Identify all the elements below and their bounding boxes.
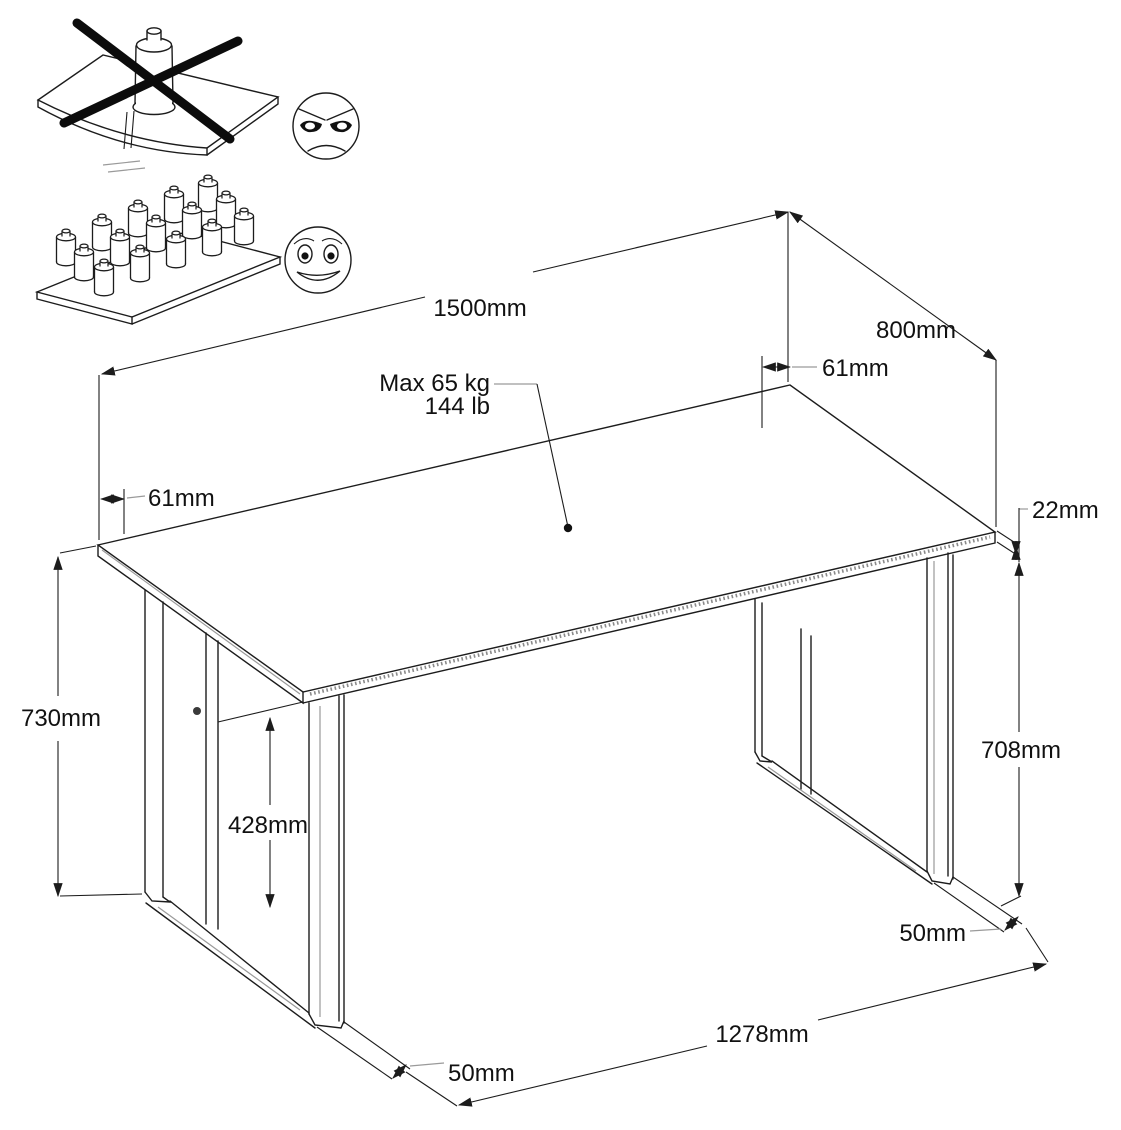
dim-offset-left: 61mm <box>99 485 215 534</box>
desk-drawing <box>96 384 997 1029</box>
dim-length: 1500mm <box>98 210 790 540</box>
small-weights-icon <box>55 174 255 297</box>
dim-depth-label: 800mm <box>876 317 956 344</box>
dim-length-label: 1500mm <box>433 295 526 322</box>
dimensions: 1500mm 800mm 61mm Max 65 kg 144 lb <box>21 210 1099 1107</box>
dim-leg-span-label: 1278mm <box>715 1021 808 1048</box>
do-figure <box>34 174 352 325</box>
dim-leg-span: 1278mm <box>405 927 1049 1107</box>
dim-total-height-label: 730mm <box>21 705 101 732</box>
left-leg <box>144 589 345 1029</box>
max-load-kg-label: Max 65 kg <box>379 370 490 397</box>
angry-face-icon <box>292 92 360 160</box>
max-load-point <box>563 523 573 533</box>
tabletop <box>96 384 997 705</box>
dim-foot-width-left: 50mm <box>316 1021 515 1087</box>
max-load-callout: Max 65 kg 144 lb <box>379 370 573 533</box>
max-load-lb-label: 144 lb <box>425 393 490 420</box>
dim-leg-height-label: 708mm <box>981 737 1061 764</box>
dim-inner-clearance-label: 428mm <box>228 812 308 839</box>
dim-offset-top-right: 61mm <box>761 355 889 428</box>
dim-thickness-label: 22mm <box>1032 497 1099 524</box>
leg-screw-icon <box>193 707 201 715</box>
dim-depth: 800mm <box>787 211 997 527</box>
dim-foot-width-right-label: 50mm <box>899 920 966 947</box>
prohibition-cross-icon <box>59 18 243 144</box>
dim-thickness: 22mm <box>996 497 1099 560</box>
dim-total-height: 730mm <box>21 545 143 898</box>
smiley-face-icon <box>284 226 352 294</box>
dim-foot-width-left-label: 50mm <box>448 1060 515 1087</box>
dim-inner-clearance: 428mm <box>228 716 308 909</box>
dim-offset-top-right-label: 61mm <box>822 355 889 382</box>
dim-offset-left-label: 61mm <box>148 485 215 512</box>
dim-leg-height: 708mm <box>981 508 1061 907</box>
dim-foot-width-right: 50mm <box>899 876 1023 947</box>
right-leg <box>754 552 954 885</box>
dont-figure <box>36 18 360 173</box>
